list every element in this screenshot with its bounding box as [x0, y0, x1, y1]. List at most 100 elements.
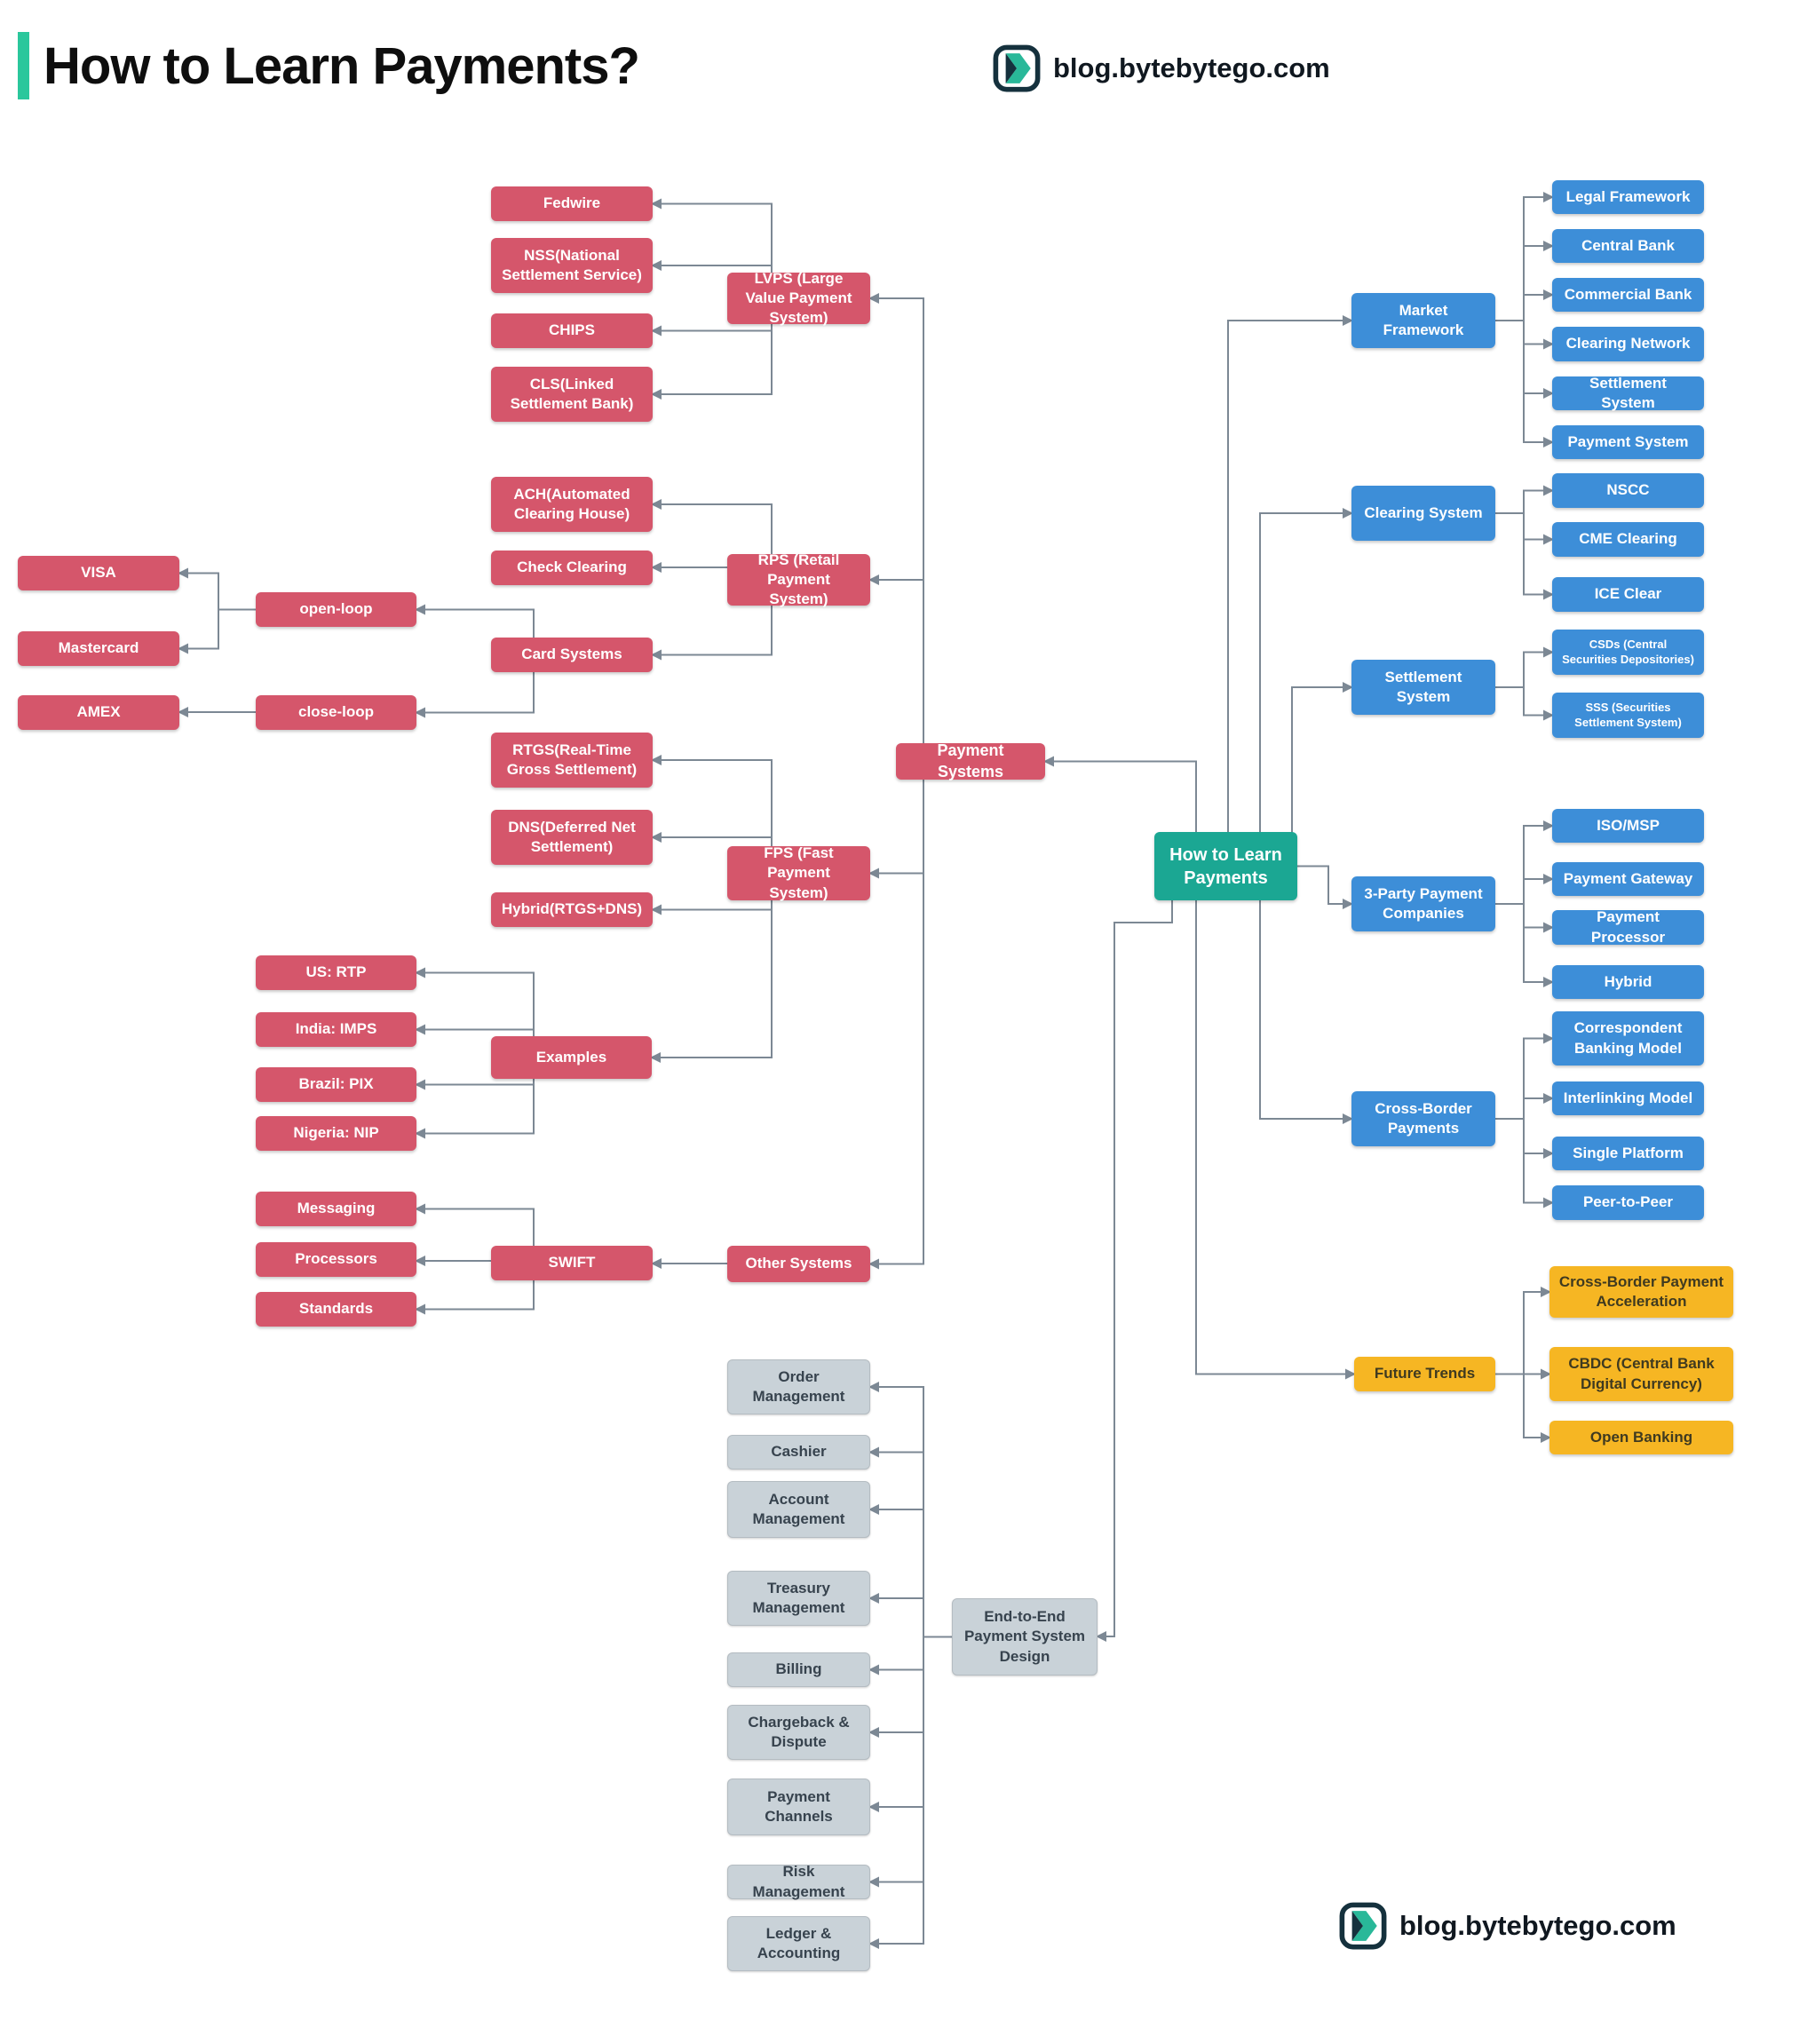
node-e2e: End-to-End Payment System Design: [952, 1598, 1098, 1676]
node-card-systems: Card Systems: [491, 638, 653, 672]
node-hybrid-rtgs: Hybrid(RTGS+DNS): [491, 892, 653, 927]
node-billing: Billing: [727, 1652, 870, 1687]
node-mastercard: Mastercard: [18, 631, 179, 666]
connector: [1495, 512, 1554, 600]
connector: [651, 755, 773, 846]
node-swift: SWIFT: [491, 1246, 653, 1280]
node-cls: CLS(Linked Settlement Bank): [491, 367, 653, 422]
node-other-systems: Other Systems: [727, 1246, 870, 1282]
connector: [650, 900, 773, 1063]
connector: [868, 1636, 952, 1949]
node-nss: NSS(National Settlement Service): [491, 238, 653, 293]
node-order-mgmt: Order Management: [727, 1359, 870, 1414]
node-ledger: Ledger & Accounting: [727, 1916, 870, 1971]
node-chips: CHIPS: [491, 313, 653, 348]
node-single-platform: Single Platform: [1552, 1137, 1704, 1170]
connector: [651, 832, 773, 846]
page-title: How to Learn Payments?: [44, 36, 640, 95]
connector: [1259, 900, 1353, 1124]
node-ach: ACH(Automated Clearing House): [491, 477, 653, 532]
connector: [868, 574, 924, 743]
connector: [1297, 865, 1353, 909]
brand-bottom: blog.bytebytego.com: [1339, 1902, 1676, 1950]
bytebytego-logo: [1339, 1902, 1387, 1950]
node-rtgs: RTGS(Real-Time Gross Settlement): [491, 733, 653, 788]
node-clearing-system: Clearing System: [1351, 486, 1495, 541]
node-open-banking: Open Banking: [1549, 1421, 1733, 1454]
node-csds: CSDs (Central Securities Depositories): [1552, 630, 1704, 675]
node-lvps: LVPS (Large Value Payment System): [727, 270, 870, 326]
node-legal-framework: Legal Framework: [1552, 180, 1704, 214]
brand-top: blog.bytebytego.com: [993, 44, 1330, 92]
connector: [651, 260, 773, 273]
node-clearing-network: Clearing Network: [1552, 327, 1704, 361]
node-cross-border: Cross-Border Payments: [1351, 1091, 1495, 1146]
connector: [415, 1024, 535, 1036]
connector: [1259, 508, 1353, 832]
node-close-loop: close-loop: [256, 695, 416, 730]
node-correspondent: Correspondent Banking Model: [1552, 1011, 1704, 1066]
bytebytego-logo: [993, 44, 1041, 92]
node-commercial-bank: Commercial Bank: [1552, 278, 1704, 312]
node-payment-systems: Payment Systems: [896, 741, 1045, 780]
connector: [651, 499, 773, 554]
title-accent-bar: [18, 32, 29, 99]
node-standards: Standards: [256, 1292, 416, 1327]
node-cbpa: Cross-Border Payment Acceleration: [1549, 1266, 1733, 1318]
connector: [415, 604, 535, 638]
node-chargeback: Chargeback & Dispute: [727, 1705, 870, 1760]
node-account-mgmt: Account Management: [727, 1481, 870, 1538]
node-nigeria-nip: Nigeria: NIP: [256, 1116, 416, 1151]
node-brazil-pix: Brazil: PIX: [256, 1067, 416, 1102]
node-check-clearing: Check Clearing: [491, 551, 653, 585]
site-label-bottom: blog.bytebytego.com: [1399, 1910, 1676, 1941]
connector: [415, 967, 535, 1036]
node-treasury: Treasury Management: [727, 1571, 870, 1626]
node-settlement-system-leaf: Settlement System: [1552, 375, 1704, 411]
node-payment-gateway: Payment Gateway: [1552, 862, 1704, 896]
node-payment-channels: Payment Channels: [727, 1779, 870, 1835]
node-risk-mgmt: Risk Management: [727, 1863, 870, 1900]
node-sss: SSS (Securities Settlement System): [1552, 693, 1704, 738]
connector: [1495, 1118, 1554, 1208]
connector: [1291, 682, 1353, 832]
node-payment-system-leaf: Payment System: [1552, 425, 1704, 459]
node-central-bank: Central Bank: [1552, 229, 1704, 263]
node-payment-processor: Payment Processor: [1552, 908, 1704, 946]
connector: [415, 672, 535, 718]
node-peer-to-peer: Peer-to-Peer: [1552, 1185, 1704, 1220]
connector: [1495, 1373, 1551, 1443]
connector: [651, 324, 773, 400]
node-messaging: Messaging: [256, 1192, 416, 1226]
node-processors: Processors: [256, 1242, 416, 1277]
connector: [178, 608, 256, 654]
node-three-party: 3-Party Payment Companies: [1351, 876, 1495, 931]
node-nscc: NSCC: [1552, 473, 1704, 508]
node-amex: AMEX: [18, 695, 179, 730]
node-india-imps: India: IMPS: [256, 1012, 416, 1047]
site-label-top: blog.bytebytego.com: [1053, 52, 1330, 83]
connector: [1227, 315, 1353, 832]
node-ice-clear: ICE Clear: [1552, 577, 1704, 612]
connector: [1495, 320, 1554, 448]
connector: [868, 780, 924, 1270]
connector: [1495, 903, 1554, 987]
node-fedwire: Fedwire: [491, 186, 653, 221]
page-header: How to Learn Payments?: [18, 32, 640, 99]
node-visa: VISA: [18, 556, 179, 590]
node-center: How to Learn Payments: [1154, 832, 1297, 900]
node-market-framework: Market Framework: [1351, 293, 1495, 348]
connector: [1043, 756, 1197, 832]
node-open-loop: open-loop: [256, 592, 416, 627]
connector: [415, 1203, 535, 1246]
node-hybrid-leaf: Hybrid: [1552, 965, 1704, 999]
node-cashier: Cashier: [727, 1435, 870, 1470]
node-iso-msp: ISO/MSP: [1552, 809, 1704, 843]
node-examples: Examples: [491, 1036, 652, 1079]
connector: [415, 1280, 535, 1315]
node-cme-clearing: CME Clearing: [1552, 522, 1704, 557]
node-fps: FPS (Fast Payment System): [727, 844, 870, 901]
node-dns: DNS(Deferred Net Settlement): [491, 810, 653, 865]
